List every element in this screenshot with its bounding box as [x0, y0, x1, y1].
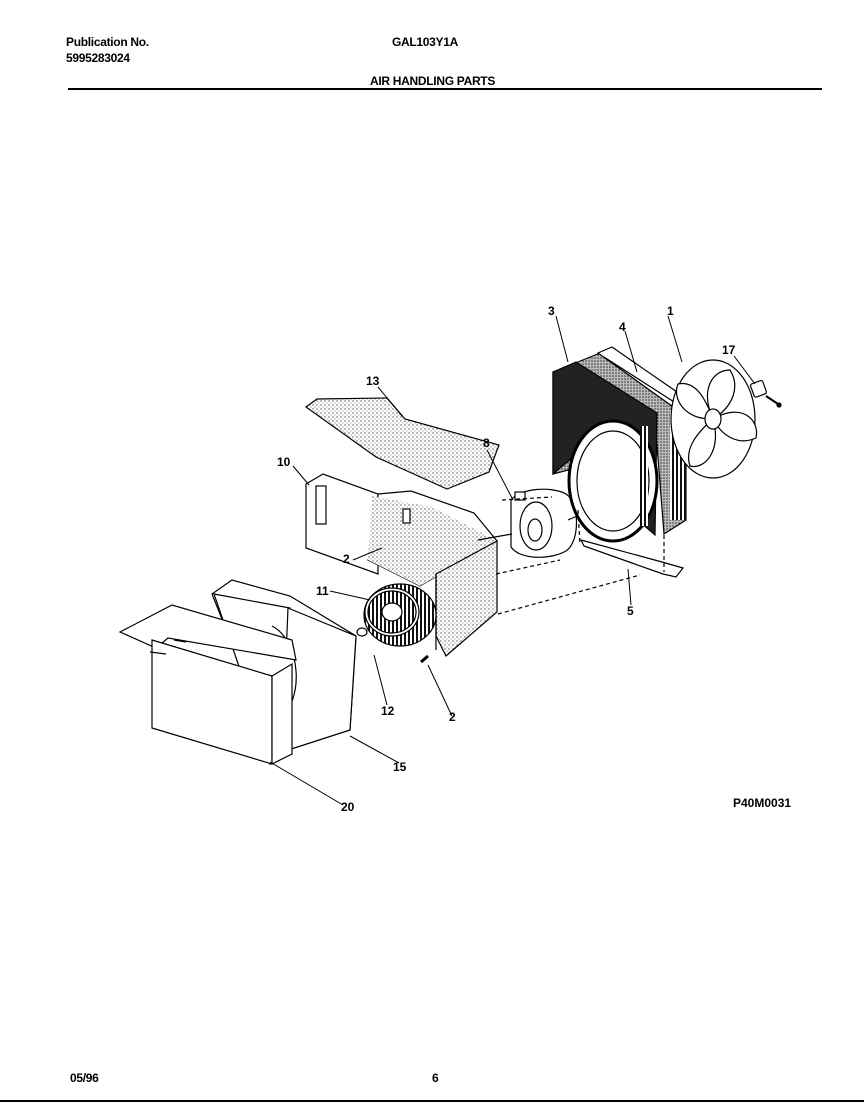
footer-date: 05/96	[70, 1071, 99, 1085]
callout-11: 11	[316, 584, 329, 598]
callout-leader-lines	[269, 315, 756, 806]
mounting-screw	[420, 654, 429, 664]
header-rule	[68, 88, 822, 90]
publication-number: 5995283024	[66, 51, 130, 65]
top-cover-panel	[304, 397, 500, 490]
fan-clamp	[749, 379, 782, 408]
model-number: GAL103Y1A	[392, 35, 458, 49]
condenser-fan-blade	[670, 359, 758, 479]
callout-12: 12	[381, 704, 395, 718]
callout-1: 1	[667, 304, 674, 318]
front-bezel	[118, 604, 297, 765]
callout-3: 3	[548, 304, 555, 318]
callout-2-lower: 2	[449, 710, 456, 724]
callout-2-upper: 2	[343, 552, 350, 566]
section-title: AIR HANDLING PARTS	[370, 74, 496, 88]
condenser-shroud	[552, 348, 687, 543]
blower-scroll-housing	[305, 473, 498, 657]
callout-15: 15	[393, 760, 407, 774]
callout-8: 8	[483, 436, 490, 450]
callout-13: 13	[366, 374, 380, 388]
callout-17: 17	[722, 343, 736, 357]
shroud-bottom-bracket	[577, 509, 685, 578]
publication-label: Publication No.	[66, 35, 149, 49]
page-number: 6	[432, 1071, 439, 1085]
fan-motor	[477, 488, 641, 615]
blower-wheel	[356, 583, 437, 647]
callout-4: 4	[619, 320, 626, 334]
callout-10: 10	[277, 455, 291, 469]
drawing-code: P40M0031	[733, 796, 791, 810]
callout-20: 20	[341, 800, 355, 814]
footer-rule	[0, 1100, 864, 1102]
callout-5: 5	[627, 604, 634, 618]
